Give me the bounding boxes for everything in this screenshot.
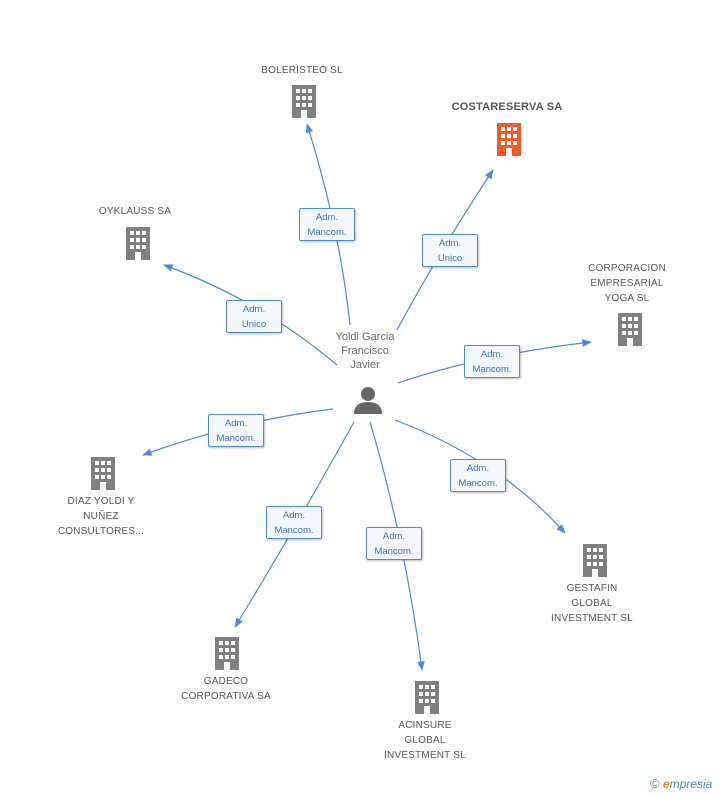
building-icon[interactable] xyxy=(213,636,241,670)
company-name[interactable]: CORPORACION EMPRESARIAL YOGA SL xyxy=(588,263,666,304)
person-icon[interactable] xyxy=(353,386,383,414)
building-icon[interactable] xyxy=(616,312,644,346)
building-icon[interactable] xyxy=(581,543,609,577)
role-label-acinsure[interactable]: Adm.Mancom. xyxy=(366,527,422,560)
building-icon[interactable] xyxy=(89,456,117,490)
building-icon-highlight[interactable] xyxy=(495,122,523,156)
company-name[interactable]: BOLERISTEO SL xyxy=(261,65,343,76)
center-person-name: Yoldi Garcia Francisco Javier xyxy=(335,331,395,371)
role-label-gadeco[interactable]: Adm.Mancom. xyxy=(266,506,322,539)
building-icon[interactable] xyxy=(290,84,318,118)
copyright-symbol: © xyxy=(650,776,660,791)
company-name[interactable]: GADECO CORPORATIVA SA xyxy=(181,676,271,702)
role-label-boleristeo[interactable]: Adm.Mancom. xyxy=(299,208,355,241)
role-label-oyklauss[interactable]: Adm.Unico xyxy=(226,300,282,333)
company-name[interactable]: OYKLAUSS SA xyxy=(98,206,172,217)
company-name[interactable]: COSTARESERVA SA xyxy=(451,101,563,113)
role-label-gestafin[interactable]: Adm.Mancom. xyxy=(450,459,506,492)
building-icon[interactable] xyxy=(124,226,152,260)
brand-logo-initial: e xyxy=(662,777,670,791)
footer-brand: © empresia xyxy=(650,776,712,791)
role-label-diaz[interactable]: Adm.Mancom. xyxy=(208,414,264,447)
company-name[interactable]: ACINSURE GLOBAL INVESTMENT SL xyxy=(384,720,466,761)
role-label-corporacion[interactable]: Adm.Mancom. xyxy=(464,345,520,378)
brand-logo-text: mpresia xyxy=(669,777,713,791)
building-icon[interactable] xyxy=(413,680,441,714)
company-name[interactable]: GESTAFIN GLOBAL INVESTMENT SL xyxy=(551,583,633,624)
role-label-costareserva[interactable]: Adm.Unico xyxy=(422,234,478,267)
company-name[interactable]: DIAZ YOLDI Y NUÑEZ CONSULTORES... xyxy=(57,496,145,537)
